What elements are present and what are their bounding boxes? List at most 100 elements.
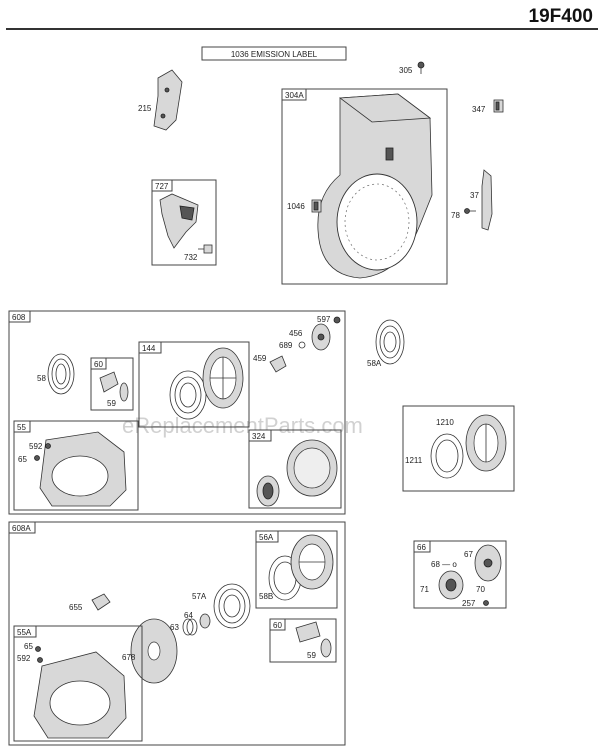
label-257: 257 [462,599,476,608]
group-56A-box [255,530,338,609]
group-60a-label: 60 [94,360,103,369]
part-144-pulley[interactable] [202,347,244,409]
group-608-tag [8,310,31,323]
label-78: 78 [451,211,460,220]
part-215-bracket[interactable] [153,69,183,131]
part-55A-starter-housing[interactable] [33,651,127,739]
part-459-pawl[interactable] [269,355,287,373]
label-59b: 59 [307,651,316,660]
group-144-label: 144 [142,344,156,353]
group-55-label: 55 [17,423,26,432]
part-655-pawl[interactable] [91,593,111,611]
group-55A-box [13,625,143,742]
group-608-label: 608 [12,313,26,322]
group-1210-box [402,405,515,492]
part-304A-blower-housing[interactable] [317,93,433,279]
label-732: 732 [184,253,198,262]
part-63-spring[interactable] [182,618,198,636]
label-459: 459 [253,354,267,363]
group-60b-tag [269,618,286,631]
group-66-box [413,540,507,609]
part-60-handle-b[interactable] [295,621,321,643]
label-347: 347 [472,105,486,114]
header-rule [6,28,598,30]
label-655: 655 [69,603,83,612]
part-347-clip[interactable] [493,99,504,113]
part-78-screw[interactable] [464,208,477,214]
group-608A-box [8,521,346,746]
group-60b-label: 60 [273,621,282,630]
emission-label-text: 1036 EMISSION LABEL [231,50,318,59]
part-1211-spring[interactable] [430,433,464,479]
emission-label-box [201,46,347,61]
part-37-baffle[interactable] [481,169,493,231]
group-324-box [248,429,342,509]
part-257-screw[interactable] [483,600,489,606]
label-592b: 592 [17,654,31,663]
label-65b: 65 [24,642,33,651]
part-65-screw-b[interactable] [35,646,41,652]
part-324-cover[interactable] [286,439,338,497]
group-55A-tag [13,625,37,638]
part-58A-spring[interactable] [375,319,405,365]
label-678: 678 [122,653,136,662]
part-678-pulley[interactable] [130,618,178,684]
part-592-nut-a[interactable] [45,443,51,449]
label-305: 305 [399,66,413,75]
group-66-label: 66 [417,543,426,552]
part-55-starter-housing[interactable] [39,431,127,507]
group-324-label: 324 [252,432,266,441]
part-58-spring[interactable] [47,353,75,395]
part-727-guard[interactable] [159,193,199,249]
part-592-nut-b[interactable] [37,657,43,663]
group-56A-tag [255,530,279,543]
label-58A: 58A [367,359,382,368]
part-59-insert-b[interactable] [320,638,332,658]
group-144-tag [138,341,162,354]
part-59-insert-a[interactable] [119,382,129,402]
part-67-dog-plate[interactable] [474,544,502,582]
part-1210-pulley[interactable] [465,414,507,472]
group-304A-box [281,88,448,285]
part-456-pawl-plate[interactable] [311,323,331,351]
label-37: 37 [470,191,479,200]
group-727-tag [151,179,173,192]
part-597-screw[interactable] [333,316,341,324]
label-597: 597 [317,315,331,324]
group-55-tag [13,420,31,433]
part-60-handle-a[interactable] [99,371,119,393]
label-58: 58 [37,374,46,383]
part-64-washer[interactable] [199,613,211,629]
part-1046-grommet[interactable] [311,199,322,213]
label-592a: 592 [29,442,43,451]
part-65-screw-a[interactable] [34,455,40,461]
group-608A-tag [8,521,36,534]
watermark-text: eReplacementParts.com [122,413,363,438]
label-64: 64 [184,611,193,620]
part-66-clutch-hub[interactable] [438,570,464,600]
label-70: 70 [476,585,485,594]
group-727-label: 727 [155,182,169,191]
group-55A-label: 55A [17,628,32,637]
label-68: 68 — o [431,560,457,569]
group-60b-box [269,618,337,663]
part-305-screw[interactable] [417,61,425,74]
part-144-spring[interactable] [169,370,207,420]
group-727-box [151,179,217,266]
label-71: 71 [420,585,429,594]
label-58B: 58B [259,592,273,601]
part-56A-pulley[interactable] [290,534,334,590]
group-608-box [8,310,346,515]
group-60a-tag [90,357,107,370]
group-60a-box [90,357,134,411]
label-215: 215 [138,104,152,113]
group-56A-label: 56A [259,533,274,542]
part-732-screw[interactable] [198,244,213,254]
part-57A-spring[interactable] [213,583,251,629]
part-324-cup[interactable] [256,475,280,507]
group-66-tag [413,540,431,553]
label-1210: 1210 [436,418,454,427]
group-144-box [138,341,250,428]
part-689-washer[interactable] [298,341,306,349]
